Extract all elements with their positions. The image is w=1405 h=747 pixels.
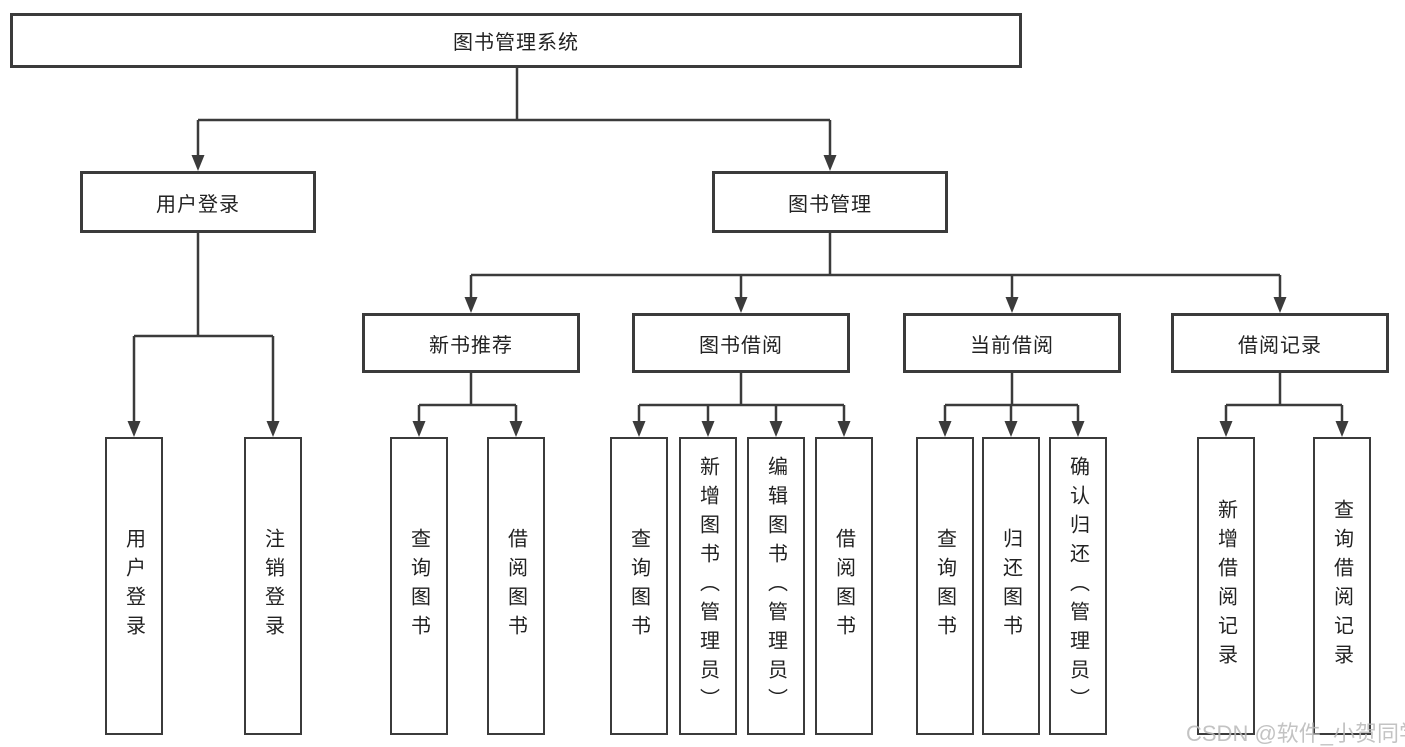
connector-book-management-children	[464, 233, 1287, 313]
connector-root-to-level2	[191, 68, 837, 171]
leaf-query-borrow-record: 查询借阅记录	[1313, 437, 1371, 735]
leaf-add-book-admin: 新增图书（管理员）	[679, 437, 737, 735]
node-current-borrow: 当前借阅	[903, 313, 1121, 373]
connector-user-login-children	[127, 233, 280, 437]
leaf-query-books-recommend: 查询图书	[390, 437, 448, 735]
leaf-logout: 注销登录	[244, 437, 302, 735]
leaf-confirm-return-admin: 确认归还（管理员）	[1049, 437, 1107, 735]
leaf-edit-book-admin: 编辑图书（管理员）	[747, 437, 805, 735]
connector-book-borrow-children	[632, 373, 851, 437]
node-library-management-system: 图书管理系统	[10, 13, 1022, 68]
connector-current-borrow-children	[938, 373, 1085, 437]
node-book-borrow: 图书借阅	[632, 313, 850, 373]
connector-borrow-records-children	[1219, 373, 1349, 437]
connector-new-book-recommend-children	[412, 373, 523, 437]
leaf-user-login: 用户登录	[105, 437, 163, 735]
watermark: CSDN @软件_小贺同学	[1186, 721, 1405, 746]
node-user-login: 用户登录	[80, 171, 316, 233]
leaf-add-borrow-record: 新增借阅记录	[1197, 437, 1255, 735]
leaf-query-books-borrow: 查询图书	[610, 437, 668, 735]
leaf-borrow-books: 借阅图书	[815, 437, 873, 735]
node-book-management: 图书管理	[712, 171, 948, 233]
leaf-borrow-books-recommend: 借阅图书	[487, 437, 545, 735]
node-borrow-records: 借阅记录	[1171, 313, 1389, 373]
leaf-query-books-current: 查询图书	[916, 437, 974, 735]
leaf-return-books: 归还图书	[982, 437, 1040, 735]
node-new-book-recommend: 新书推荐	[362, 313, 580, 373]
